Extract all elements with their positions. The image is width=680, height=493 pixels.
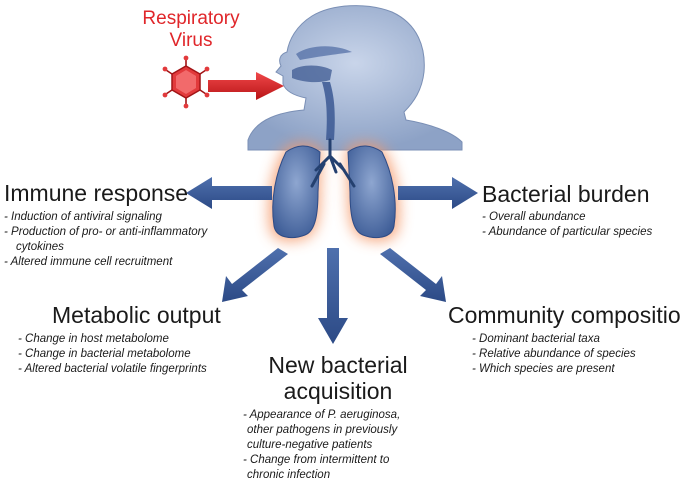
new-bacterial-acquisition-title: New bacterial acquisition: [268, 352, 408, 404]
list-item: - Dominant bacterial taxa: [472, 333, 600, 345]
list-item: - Change in host metabolome: [18, 333, 169, 345]
lungs: [268, 138, 400, 242]
list-item: - Induction of antiviral signaling: [4, 211, 162, 223]
metabolic-output-list: - Change in host metabolome - Change in …: [18, 332, 258, 377]
acquisition-title-line1: New bacterial: [268, 352, 408, 378]
list-item: - Appearance of P. aeruginosa,: [243, 409, 401, 421]
arrow-right: [398, 177, 478, 209]
immune-response-title: Immune response: [4, 180, 189, 206]
virus-label-line1: Respiratory: [142, 8, 240, 29]
list-item: chronic infection: [247, 469, 331, 481]
list-item: other pathogens in previously: [247, 424, 398, 436]
list-item: - Change in bacterial metabolome: [18, 348, 191, 360]
arrows: [186, 72, 478, 344]
list-item: - Altered immune cell recruitment: [4, 256, 173, 268]
virus-icon: [162, 55, 210, 109]
human-silhouette: [247, 5, 463, 151]
new-bacterial-acquisition-list: - Appearance of P. aeruginosa, other pat…: [243, 408, 458, 483]
list-item: - Relative abundance of species: [472, 348, 636, 360]
acquisition-title-line2: acquisition: [283, 378, 393, 404]
arrow-down-left: [222, 248, 288, 302]
bacterial-burden-title: Bacterial burden: [482, 181, 650, 207]
list-item: - Change from intermittent to: [243, 454, 390, 466]
arrow-left: [186, 177, 272, 209]
arrow-down-right: [380, 248, 446, 302]
community-composition-title: Community composition: [448, 302, 680, 328]
virus-label-line2: Virus: [169, 30, 213, 51]
immune-response-list: - Induction of antiviral signaling - Pro…: [4, 210, 254, 270]
metabolic-output-title: Metabolic output: [52, 302, 221, 328]
list-item: - Altered bacterial volatile fingerprint…: [18, 363, 207, 375]
list-item: cytokines: [16, 241, 64, 253]
arrow-down-center: [318, 248, 348, 344]
list-item: culture-negative patients: [247, 439, 373, 451]
bacterial-burden-list: - Overall abundance - Abundance of parti…: [482, 210, 677, 240]
virus-arrow: [208, 72, 284, 100]
list-item: - Overall abundance: [482, 211, 586, 223]
list-item: - Abundance of particular species: [482, 226, 653, 238]
list-item: - Production of pro- or anti-inflammator…: [4, 226, 208, 238]
list-item: - Which species are present: [472, 363, 615, 375]
community-composition-list: - Dominant bacterial taxa - Relative abu…: [472, 332, 677, 377]
virus-label: Respiratory Virus: [126, 8, 256, 52]
